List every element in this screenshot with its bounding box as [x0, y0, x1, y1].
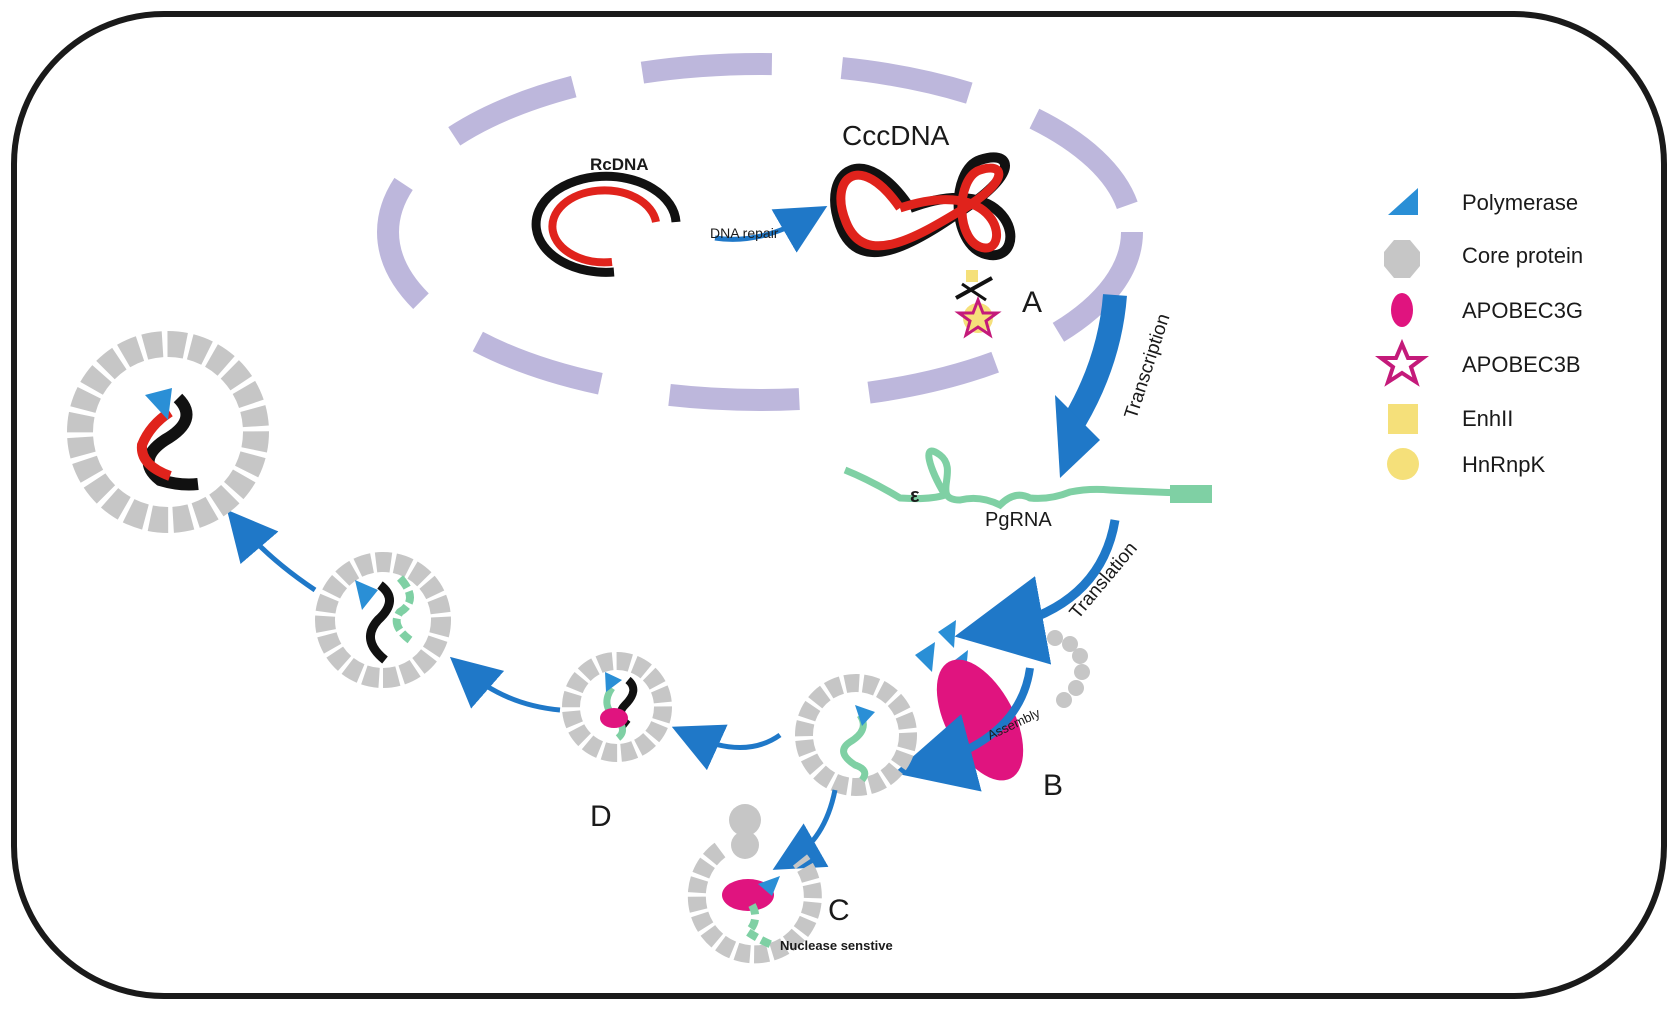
cccdna-label: CccDNA — [842, 120, 950, 151]
legend-item-enhii: EnhII — [1388, 404, 1513, 434]
capsid-d — [562, 652, 672, 762]
legend: Polymerase Core protein APOBEC3G APOBEC3… — [1375, 188, 1583, 480]
legend-item-core-protein: Core protein — [1384, 240, 1583, 278]
legend-label-apobec3g: APOBEC3G — [1462, 298, 1583, 323]
nuclease-label: Nuclease senstive — [780, 938, 893, 953]
label-b: B — [1043, 769, 1063, 802]
legend-label-polymerase: Polymerase — [1462, 190, 1578, 215]
capsid-assembling — [795, 674, 917, 796]
core-protein-dots — [1047, 630, 1090, 708]
dna-repair-arrow — [714, 205, 828, 253]
pgrna-strand — [843, 447, 1212, 510]
apobec3g-ellipse-c — [722, 879, 774, 911]
capsid-nuclease-sensitive — [687, 804, 822, 964]
legend-label-core-protein: Core protein — [1462, 243, 1583, 268]
arrow-to-c — [772, 789, 838, 870]
hnrnpk-circle — [963, 303, 993, 333]
rcdna-label: RcDNA — [590, 155, 649, 174]
enhii-square — [966, 270, 978, 282]
nucleus-envelope — [377, 53, 1143, 411]
site-a-complex — [954, 270, 1002, 339]
dna-repair-label: DNA repair — [710, 225, 779, 241]
polymerase-icon — [1388, 188, 1418, 215]
apobec3g-icon — [1391, 293, 1413, 327]
label-a: A — [1022, 286, 1042, 319]
capsid-mature — [67, 331, 269, 533]
translation-arrow — [954, 519, 1120, 665]
legend-label-apobec3b: APOBEC3B — [1462, 352, 1581, 377]
legend-item-apobec3g: APOBEC3G — [1391, 293, 1583, 327]
label-d: D — [590, 800, 612, 833]
assembly-arrow — [894, 667, 1034, 792]
legend-item-hnrnpk: HnRnpK — [1387, 448, 1545, 480]
apobec3b-icon — [1375, 338, 1429, 387]
legend-item-polymerase: Polymerase — [1388, 188, 1578, 215]
legend-label-enhii: EnhII — [1462, 406, 1513, 431]
capsid-maturing — [315, 552, 451, 688]
cell-frame — [11, 11, 1667, 999]
pgrna-label: PgRNA — [985, 509, 1052, 531]
rcdna-molecule — [531, 171, 681, 277]
apobec3b-star — [954, 295, 1002, 339]
core-protein-icon — [1384, 240, 1420, 278]
legend-item-apobec3b: APOBEC3B — [1375, 338, 1581, 387]
enhii-icon — [1388, 404, 1418, 434]
arrow-to-mature — [226, 509, 317, 593]
hnrnpk-icon — [1387, 448, 1419, 480]
cccdna-molecule — [830, 152, 1016, 261]
epsilon-label: ε — [910, 485, 920, 507]
legend-label-hnrnpk: HnRnpK — [1462, 452, 1545, 477]
transcription-arrow — [1055, 293, 1127, 478]
arrow-d-to-maturing — [449, 656, 561, 713]
label-c: C — [828, 894, 850, 927]
arrow-to-d — [671, 724, 782, 771]
